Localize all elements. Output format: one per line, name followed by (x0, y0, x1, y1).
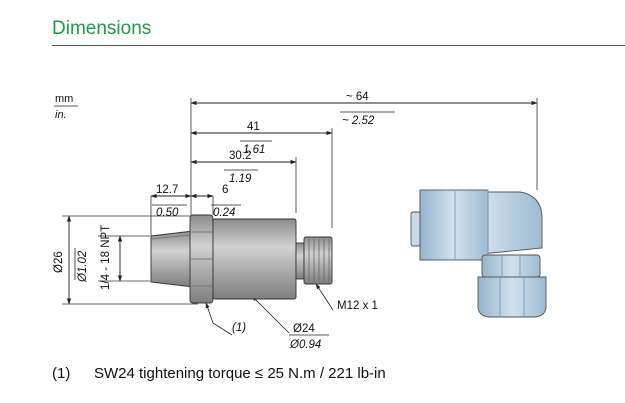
thread-length-in: 0.50 (156, 207, 179, 219)
footnote-ref: (1) (52, 365, 71, 382)
overall-length-mm: ~ 64 (346, 91, 369, 103)
body-diameter-mm: Ø24 (293, 323, 315, 335)
connector-thread-label: M12 x 1 (337, 300, 378, 312)
extension-lines (62, 98, 538, 305)
body-length-mm: 30.2 (229, 150, 251, 162)
unit-in: in. (55, 109, 67, 121)
m12-connector (303, 236, 333, 285)
body-collar (295, 242, 305, 280)
connector-tab (410, 211, 421, 247)
hex-length-in: 0.24 (213, 207, 235, 219)
hex-diameter-in: Ø1.02 (77, 250, 89, 283)
npt-thread (150, 230, 194, 288)
sensor-body (212, 218, 297, 300)
unit-mm: mm (55, 93, 73, 105)
thread-length-mm: 12.7 (156, 184, 178, 196)
cable-gland (477, 276, 547, 318)
hex-diameter-mm: Ø26 (53, 251, 65, 273)
page-title: Dimensions (52, 18, 152, 39)
overall-length-in: ~ 2.52 (342, 115, 375, 127)
angled-connector-view (410, 189, 547, 318)
body-diameter-in: Ø0.94 (289, 339, 321, 351)
footnote: (1) SW24 tightening torque ≤ 25 N.m / 221… (52, 365, 386, 382)
hex-length-mm: 6 (222, 184, 228, 196)
sensor-side-view (150, 214, 333, 304)
cable-nut (481, 254, 541, 278)
body-length-in: 1.19 (229, 173, 252, 185)
thread-spec: 1/4 - 18 NPT (100, 225, 112, 290)
dimension-lines (66, 100, 538, 305)
label-dividers (74, 111, 395, 336)
body-to-connector-mm: 41 (247, 121, 260, 133)
leader-lines (205, 283, 334, 336)
body-to-connector-in: 1.61 (243, 144, 265, 156)
note-reference: (1) (232, 322, 246, 334)
footnote-text: SW24 tightening torque ≤ 25 N.m / 221 lb… (94, 365, 386, 382)
connector-body (419, 189, 489, 261)
title-divider (52, 45, 625, 46)
